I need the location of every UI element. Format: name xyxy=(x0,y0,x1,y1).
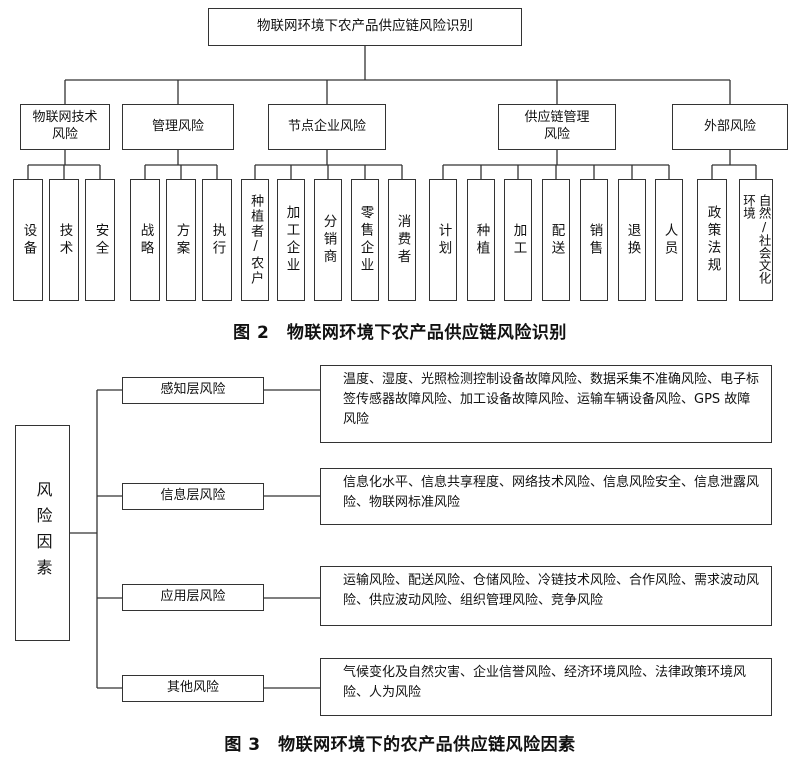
leaf-policy-regulation: 政策法规 xyxy=(697,179,727,301)
leaf-technology: 技术 xyxy=(49,179,79,301)
fig2-caption: 图 2 物联网环境下农产品供应链风险识别 xyxy=(233,323,567,343)
leaf-strategy-label: 战略 xyxy=(137,222,154,258)
leaf-delivery-label: 配送 xyxy=(548,222,565,258)
fig3-caption: 图 3 物联网环境下的农产品供应链风险因素 xyxy=(224,735,576,755)
layer-other-risk: 其他风险 xyxy=(122,675,264,702)
fig2-root-node: 物联网环境下农产品供应链风险识别 xyxy=(208,8,522,46)
application-risk-details: 运输风险、配送风险、仓储风险、冷链技术风险、合作风险、需求波动风险、供应波动风险… xyxy=(320,566,772,626)
leaf-grower-farmer: 种植者/农户 xyxy=(241,179,269,301)
leaf-security-label: 安全 xyxy=(92,222,109,258)
information-risk-details: 信息化水平、信息共享程度、网络技术风险、信息风险安全、信息泄露风险、物联网标准风… xyxy=(320,468,772,525)
leaf-natural-social-culture: 自然/社会文化环境 xyxy=(739,179,773,301)
leaf-consumer-label: 消费者 xyxy=(394,213,411,267)
leaf-security: 安全 xyxy=(85,179,115,301)
leaf-sales: 销售 xyxy=(580,179,608,301)
perception-risk-details: 温度、湿度、光照检测控制设备故障风险、数据采集不准确风险、电子标签传感器故障风险… xyxy=(320,365,772,443)
leaf-returns: 退换 xyxy=(618,179,646,301)
leaf-technology-label: 技术 xyxy=(56,222,73,258)
leaf-retail-enterprise: 零售企业 xyxy=(351,179,379,301)
category-iot-tech-risk: 物联网技术风险 xyxy=(20,104,110,150)
leaf-planting-label: 种植 xyxy=(473,222,490,258)
layer-application-risk: 应用层风险 xyxy=(122,584,264,611)
leaf-plan-scheme: 方案 xyxy=(166,179,196,301)
category-external-risk: 外部风险 xyxy=(672,104,788,150)
leaf-distributor: 分销商 xyxy=(314,179,342,301)
leaf-grower-farmer-label: 种植者/农户 xyxy=(248,194,264,286)
leaf-execution-label: 执行 xyxy=(209,222,226,258)
leaf-policy-regulation-label: 政策法规 xyxy=(704,205,721,275)
leaf-natural-social-culture-label: 自然/社会文化环境 xyxy=(741,194,772,284)
leaf-delivery: 配送 xyxy=(542,179,570,301)
leaf-equipment: 设备 xyxy=(13,179,43,301)
leaf-distributor-label: 分销商 xyxy=(320,213,337,267)
leaf-planting: 种植 xyxy=(467,179,495,301)
other-risk-details: 气候变化及自然灾害、企业信誉风险、经济环境风险、法律政策环境风险、人为风险 xyxy=(320,658,772,716)
leaf-processing-enterprise-label: 加工企业 xyxy=(283,205,300,275)
category-management-risk: 管理风险 xyxy=(122,104,234,150)
fig3-root-label: 风险因素 xyxy=(33,481,53,585)
leaf-execution: 执行 xyxy=(202,179,232,301)
leaf-processing-label: 加工 xyxy=(510,222,527,258)
leaf-personnel-label: 人员 xyxy=(661,222,678,258)
layer-perception-risk: 感知层风险 xyxy=(122,377,264,404)
leaf-processing: 加工 xyxy=(504,179,532,301)
leaf-planning-label: 计划 xyxy=(435,222,452,258)
category-node-enterprise-risk: 节点企业风险 xyxy=(268,104,386,150)
leaf-processing-enterprise: 加工企业 xyxy=(277,179,305,301)
layer-information-risk: 信息层风险 xyxy=(122,483,264,510)
leaf-sales-label: 销售 xyxy=(586,222,603,258)
leaf-personnel: 人员 xyxy=(655,179,683,301)
category-supply-chain-management-risk: 供应链管理风险 xyxy=(498,104,616,150)
fig3-root-node: 风险因素 xyxy=(15,425,70,641)
leaf-equipment-label: 设备 xyxy=(20,222,37,258)
leaf-planning: 计划 xyxy=(429,179,457,301)
leaf-consumer: 消费者 xyxy=(388,179,416,301)
leaf-returns-label: 退换 xyxy=(624,222,641,258)
leaf-retail-enterprise-label: 零售企业 xyxy=(357,205,374,275)
leaf-strategy: 战略 xyxy=(130,179,160,301)
leaf-plan-scheme-label: 方案 xyxy=(173,222,190,258)
